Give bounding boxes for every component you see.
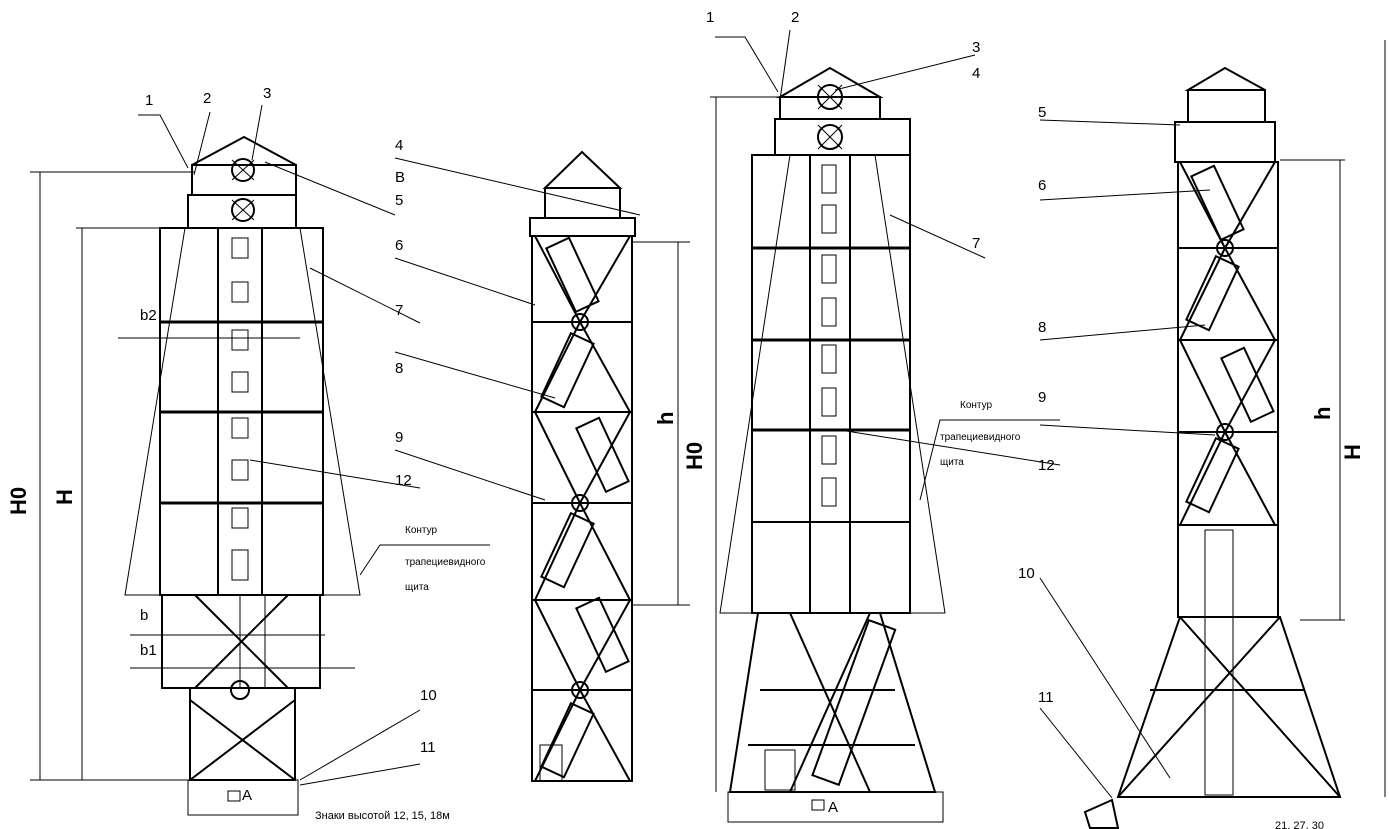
foundation bbox=[187, 779, 299, 816]
callout-B: В bbox=[395, 169, 405, 186]
callout-8: 8 bbox=[395, 360, 403, 377]
trapezoid-shield-contour bbox=[124, 227, 361, 596]
pyramid-body-right bbox=[751, 154, 911, 614]
callout-6-right: 6 bbox=[1038, 177, 1046, 194]
dim-label-b1: b1 bbox=[140, 642, 157, 659]
callout-11: 11 bbox=[420, 739, 436, 756]
contour-note-line3-right: щита bbox=[940, 457, 964, 468]
dim-label-H-right: H bbox=[1340, 444, 1365, 460]
callout-11-right: 11 bbox=[1038, 689, 1054, 706]
callout-8-right: 8 bbox=[1038, 319, 1046, 336]
zigzag-ladders bbox=[534, 235, 631, 782]
callout-3-right: 3 bbox=[972, 39, 980, 56]
contour-note-line3: щита bbox=[405, 582, 429, 593]
callout-6: 6 bbox=[395, 237, 403, 254]
foundation-label-a-right: A bbox=[828, 799, 838, 816]
callout-9-right: 9 bbox=[1038, 389, 1046, 406]
callout-12-right: 12 bbox=[1038, 457, 1055, 474]
callout-5-right: 5 bbox=[1038, 104, 1046, 121]
callout-1-right: 1 bbox=[706, 9, 714, 26]
callout-4: 4 bbox=[395, 137, 403, 154]
center-ladder-panels bbox=[231, 237, 249, 581]
callout-3: 3 bbox=[263, 85, 271, 102]
callout-7-right: 7 bbox=[972, 235, 980, 252]
contour-note-line2: трапециевидного bbox=[405, 557, 486, 568]
base-pyramid bbox=[728, 612, 937, 793]
caption-left: Знаки высотой 12, 15, 18м bbox=[315, 810, 450, 822]
figure-1-front-view bbox=[30, 104, 490, 816]
dim-label-b: b bbox=[140, 607, 148, 624]
dim-label-h-lower: h bbox=[653, 412, 678, 425]
callout-9: 9 bbox=[395, 429, 403, 446]
callout-12: 12 bbox=[395, 472, 412, 489]
callout-1: 1 bbox=[145, 92, 153, 109]
dim-label-h0-right: H0 bbox=[682, 442, 707, 470]
dim-label-h0: H0 bbox=[6, 487, 31, 515]
dim-label-h: H bbox=[52, 489, 77, 505]
base-section bbox=[189, 687, 296, 781]
figure-4-side-view bbox=[1039, 40, 1386, 829]
side-tower-frame bbox=[531, 235, 633, 782]
sighting-cylinder-top bbox=[231, 158, 255, 182]
callout-5: 5 bbox=[395, 192, 403, 209]
callout-7: 7 bbox=[395, 302, 403, 319]
dim-label-h-right: h bbox=[1310, 407, 1335, 420]
callout-10-right: 10 bbox=[1018, 565, 1035, 582]
contour-note-line1-right: Контур bbox=[960, 400, 992, 411]
figure-2-side-view bbox=[394, 150, 690, 782]
callout-2-right: 2 bbox=[791, 9, 799, 26]
contour-note-line2-right: трапециевидного bbox=[940, 432, 1021, 443]
callout-10: 10 bbox=[420, 687, 437, 704]
callout-4-right: 4 bbox=[972, 65, 980, 82]
sighting-cylinder-bottom bbox=[231, 198, 255, 222]
foundation-marker bbox=[227, 790, 241, 802]
foundation-label-a: A bbox=[242, 787, 252, 804]
dim-label-b2: b2 bbox=[140, 307, 157, 324]
callout-2: 2 bbox=[203, 90, 211, 107]
roof-cap bbox=[191, 135, 297, 166]
contour-note-line1: Контур bbox=[405, 525, 437, 536]
figure-3-front-view bbox=[710, 29, 1061, 823]
caption-right: 21, 27, 30 bbox=[1275, 820, 1324, 829]
